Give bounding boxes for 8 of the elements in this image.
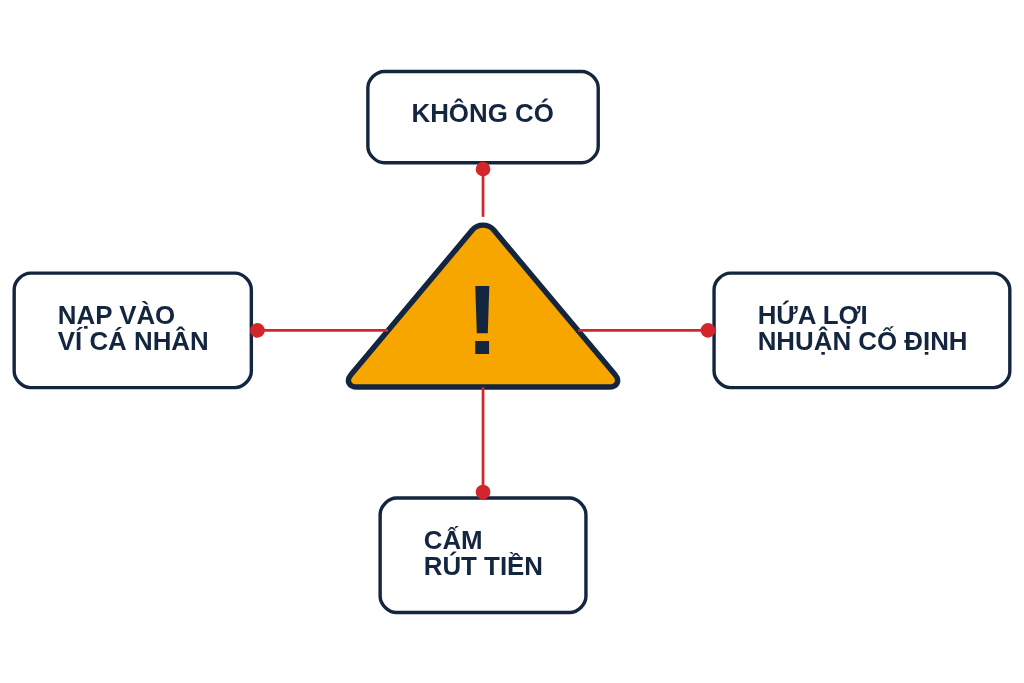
connector	[250, 322, 389, 338]
node-box: NẠP VÀO VÍ CÁ NHÂN	[12, 270, 254, 389]
connector	[578, 322, 716, 338]
connector	[475, 386, 491, 499]
connector	[475, 161, 491, 217]
node-box: HỨA LỢI NHUẬN CỐ ĐỊNH	[712, 270, 1012, 389]
node-box: KHÔNG CÓ	[366, 69, 600, 164]
node-box: CẤM RÚT TIỀN	[378, 495, 588, 614]
